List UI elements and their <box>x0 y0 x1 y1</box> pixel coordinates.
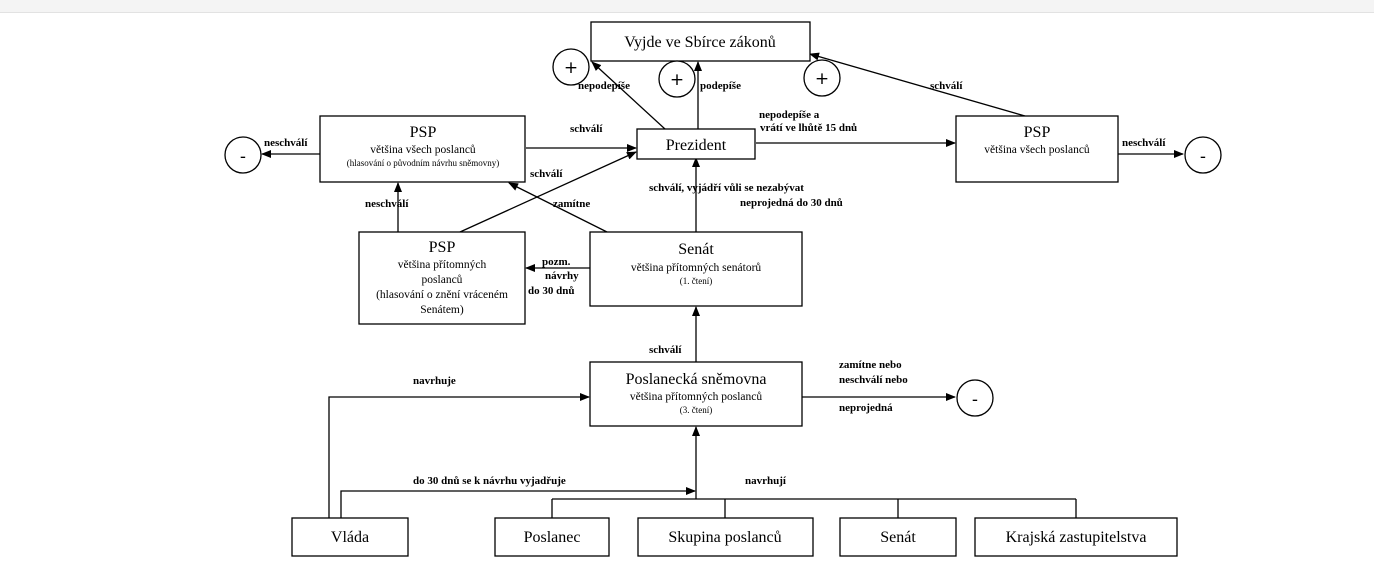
box-psp-right-title: PSP <box>1024 124 1051 141</box>
minus-circle-left: - <box>224 136 262 174</box>
box-sbirka-title: Vyjde ve Sbírce zákonů <box>624 34 776 51</box>
label-schvali-diagonal: schválí <box>530 168 563 180</box>
box-senat-line1: většina přítomných senátorů <box>631 261 762 274</box>
label-schvali-psp-prezident: schválí <box>570 123 603 135</box>
box-senat-line2: (1. čtení) <box>680 276 712 286</box>
label-schvali-snemovna: schválí <box>649 344 682 356</box>
label-zamitne-3: neprojedná <box>839 402 893 414</box>
label-neschvali-right: neschválí <box>1122 137 1166 149</box>
box-snemovna-line1: většina přítomných poslanců <box>630 390 762 403</box>
label-nepodepise: nepodepíše <box>578 80 630 92</box>
label-neschvali-mid: neschválí <box>365 198 409 210</box>
box-psp-left-line2: (hlasování o původním návrhu sněmovny) <box>347 158 499 168</box>
minus-icon: - <box>972 390 978 410</box>
plus-icon: + <box>564 58 578 78</box>
label-zamitne-2: neschválí nebo <box>839 374 908 386</box>
box-snemovna-title: Poslanecká sněmovna <box>626 371 767 388</box>
box-psp-mid: PSP většina přítomných poslanců (hlasová… <box>358 231 526 325</box>
box-psp-left-title: PSP <box>410 124 437 141</box>
minus-circle-right: - <box>1184 136 1222 174</box>
box-prezident-title: Prezident <box>666 137 727 154</box>
box-sbirka: Vyjde ve Sbírce zákonů <box>590 21 811 62</box>
box-snemovna-line2: (3. čtení) <box>680 405 712 415</box>
box-psp-left-line1: většina všech poslanců <box>370 143 476 156</box>
label-pozm-2: návrhy <box>545 270 579 282</box>
box-senat-bottom: Senát <box>839 517 957 557</box>
box-psp-right-line1: většina všech poslanců <box>984 143 1090 156</box>
top-bar <box>0 0 1374 13</box>
label-pozm-3: do 30 dnů <box>528 285 574 297</box>
label-schvali-senat-2: neprojedná do 30 dnů <box>740 197 843 209</box>
box-psp-left: PSP většina všech poslanců (hlasování o … <box>319 115 526 183</box>
plus-circle-left: + <box>552 48 590 86</box>
label-pozm-1: pozm. <box>542 256 571 268</box>
box-vlada: Vláda <box>291 517 409 557</box>
box-senat-title: Senát <box>678 241 714 258</box>
box-psp-mid-line1: většina přítomných <box>398 259 487 271</box>
plus-icon: + <box>670 70 684 90</box>
label-nepodepise-vrati-2: vrátí ve lhůtě 15 dnů <box>760 122 857 134</box>
label-navrhuji: navrhují <box>745 475 787 487</box>
edge-labels: nepodepíše podepíše schválí nepodepíše a… <box>264 80 1166 487</box>
label-navrhuje: navrhuje <box>413 375 456 387</box>
box-kraje-title: Krajská zastupitelstva <box>1006 529 1147 546</box>
plus-circle-right: + <box>803 59 841 97</box>
box-skupina-title: Skupina poslanců <box>668 529 781 546</box>
box-vlada-title: Vláda <box>331 529 369 546</box>
box-poslanec: Poslanec <box>494 517 610 557</box>
box-psp-right: PSP většina všech poslanců <box>955 115 1119 183</box>
label-zamitne-1: zamítne nebo <box>839 359 902 371</box>
minus-icon: - <box>240 147 246 167</box>
label-schvali-senat-1: schválí, vyjádří vůli se nezabývat <box>649 182 804 194</box>
box-psp-mid-title: PSP <box>429 239 456 256</box>
label-schvali-top-right: schválí <box>930 80 963 92</box>
plus-icon: + <box>815 69 829 89</box>
box-senat-bottom-title: Senát <box>880 529 916 546</box>
plus-circle-mid: + <box>658 60 696 98</box>
label-do30: do 30 dnů se k návrhu vyjadřuje <box>413 475 566 487</box>
label-nepodepise-vrati-1: nepodepíše a <box>759 109 820 121</box>
label-zamitne: zamítne <box>553 198 590 210</box>
minus-circle-bottom: - <box>956 379 994 417</box>
box-kraje: Krajská zastupitelstva <box>974 517 1178 557</box>
box-snemovna: Poslanecká sněmovna většina přítomných p… <box>589 361 803 427</box>
minus-icon: - <box>1200 147 1206 167</box>
box-psp-mid-line3: (hlasování o znění vráceném <box>376 289 508 301</box>
box-psp-mid-line2: poslanců <box>422 273 463 286</box>
box-skupina: Skupina poslanců <box>637 517 814 557</box>
box-prezident: Prezident <box>636 128 756 160</box>
label-neschvali-left: neschválí <box>264 137 308 149</box>
box-poslanec-title: Poslanec <box>524 529 581 546</box>
box-psp-mid-line4: Senátem) <box>420 304 464 316</box>
box-senat: Senát většina přítomných senátorů (1. čt… <box>589 231 803 307</box>
connectors <box>261 52 1184 518</box>
label-podepise: podepíše <box>700 80 741 92</box>
